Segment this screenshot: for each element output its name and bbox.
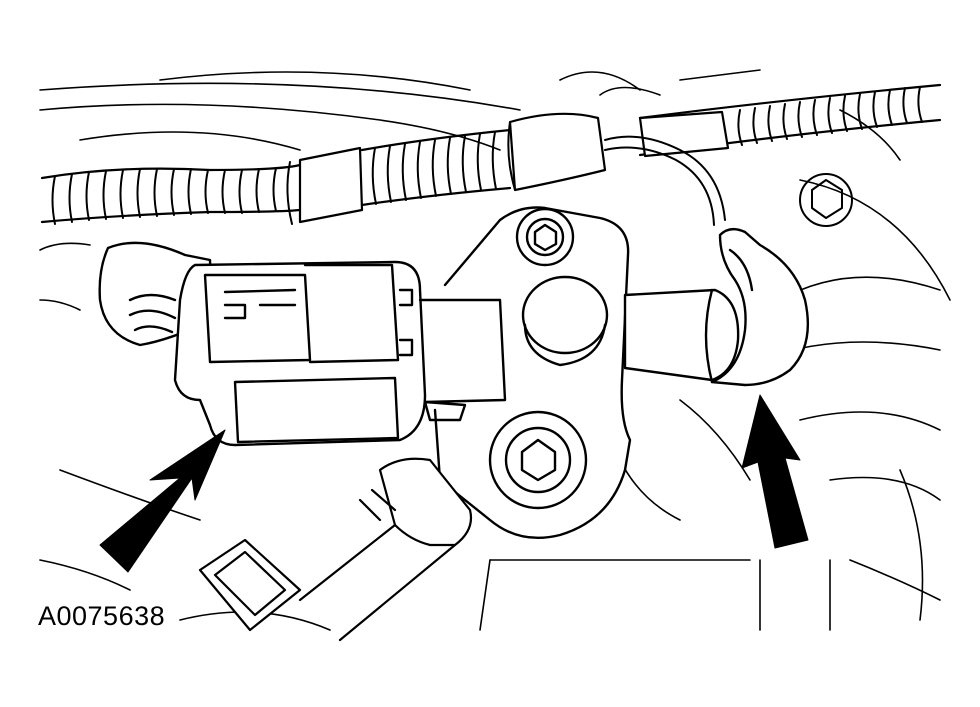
lower-tube [198,457,473,642]
corrugated-wiring-harness [40,83,942,226]
sensor-bracket [433,206,632,539]
arrow-right-icon [741,394,809,549]
electrical-connector [98,241,507,447]
mounting-bolt-top-right [799,173,853,227]
arrow-left-icon [99,429,226,573]
vacuum-hose [623,227,809,387]
engine-background-lines [39,69,951,631]
figure-id-label: A0075638 [38,601,166,631]
